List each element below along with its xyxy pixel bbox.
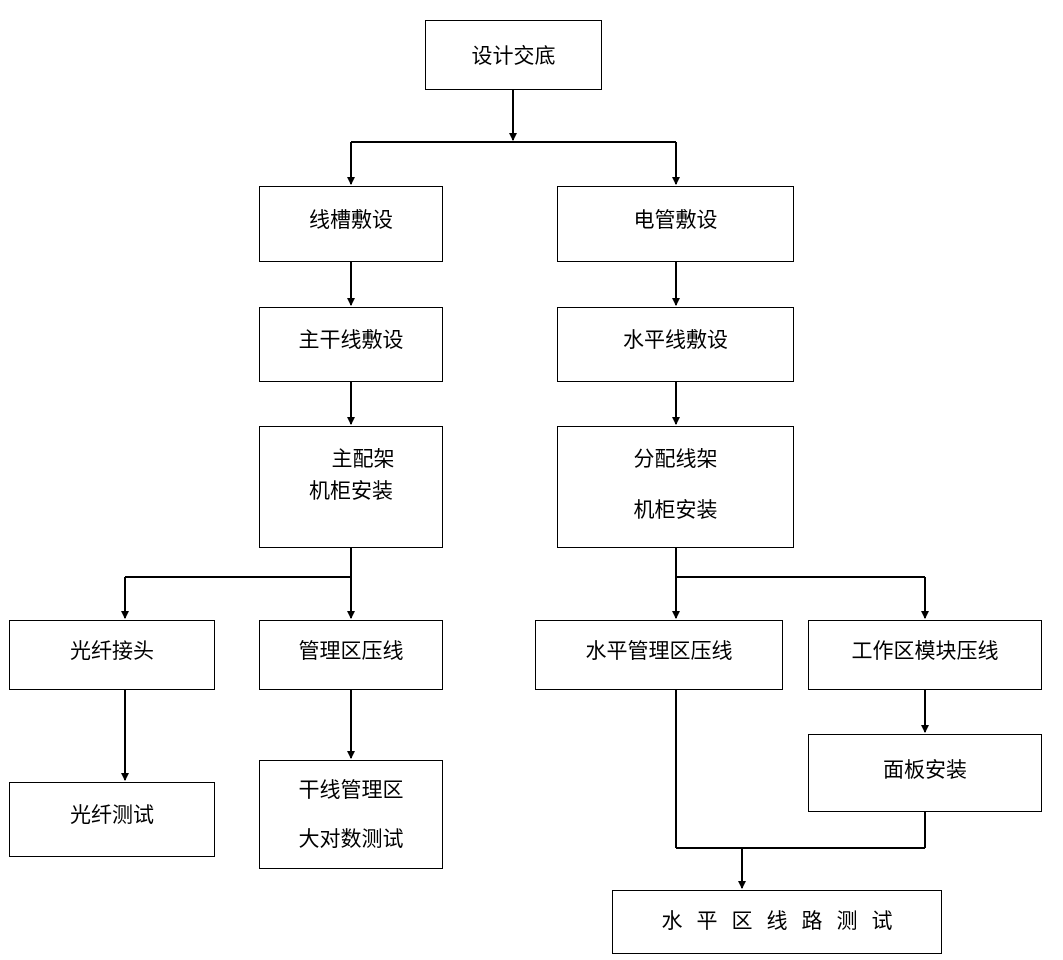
node-design-handover: 设计交底: [425, 20, 602, 90]
node-trunking-laying: 线槽敷设: [259, 186, 443, 262]
node-main-frame-install: 主配架 机柜安装: [259, 426, 443, 548]
node-label: 电管敷设: [633, 208, 718, 232]
node-horizontal-mgmt-termination: 水平管理区压线: [535, 620, 783, 690]
node-backbone-laying: 主干线敷设: [259, 307, 443, 382]
node-conduit-laying: 电管敷设: [557, 186, 794, 262]
node-label-line2: 机柜安装: [309, 479, 393, 503]
node-label: 主干线敷设: [298, 328, 404, 352]
node-label-line1: 干线管理区: [298, 778, 404, 802]
node-dist-frame-install: 分配线架 机柜安装: [557, 426, 794, 548]
node-label: 水平线敷设: [623, 328, 728, 352]
node-label: 工作区模块压线: [851, 639, 999, 663]
node-label-line1: 分配线架: [633, 447, 718, 471]
node-horizontal-line-test: 水平区线路测试: [612, 890, 942, 954]
node-label: 设计交底: [471, 44, 556, 68]
node-mgmt-termination: 管理区压线: [259, 620, 443, 690]
node-faceplate-install: 面板安装: [808, 734, 1042, 812]
node-label: 水平管理区压线: [585, 639, 733, 663]
node-label: 管理区压线: [298, 639, 404, 663]
node-label: 光纤测试: [70, 803, 154, 827]
node-label: 光纤接头: [70, 639, 154, 663]
node-label-line1: 主配架: [331, 447, 395, 471]
node-horizontal-laying: 水平线敷设: [557, 307, 794, 382]
node-label: 线槽敷设: [309, 208, 393, 232]
node-fiber-splice: 光纤接头: [9, 620, 215, 690]
node-fiber-test: 光纤测试: [9, 782, 215, 857]
node-label: 水平区线路测试: [661, 909, 907, 933]
node-label: 面板安装: [883, 758, 967, 782]
node-label-line2: 机柜安装: [633, 498, 718, 522]
node-trunk-test: 干线管理区 大对数测试: [259, 760, 443, 869]
node-work-area-termination: 工作区模块压线: [808, 620, 1042, 690]
node-label-line2: 大对数测试: [298, 827, 404, 851]
